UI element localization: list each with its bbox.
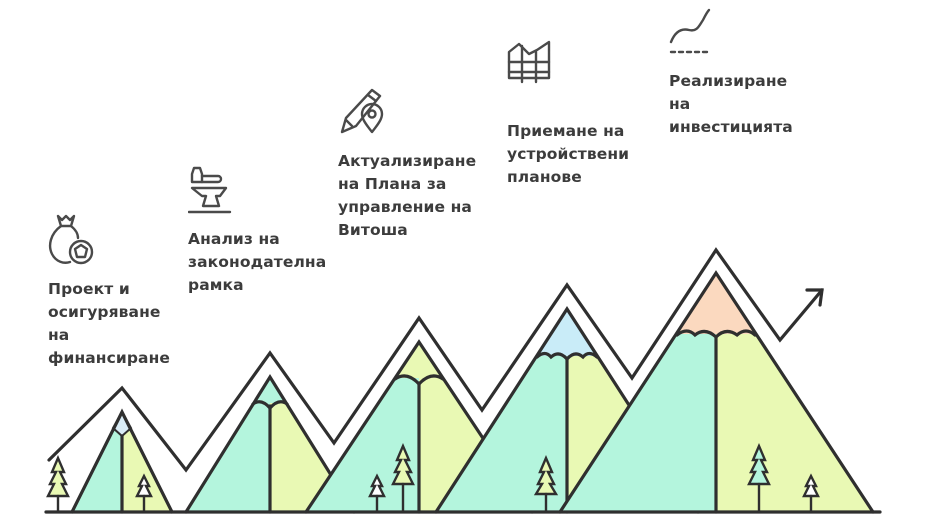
tree-icon (368, 473, 386, 513)
step-2: Анализ на законодателна рамка (188, 162, 326, 297)
step-1-label: Проект и осигуряване на финансиране (48, 280, 171, 367)
progress-zigzag-path (47, 247, 824, 473)
trend-line-icon (669, 8, 711, 54)
trees (46, 442, 820, 513)
money-bag-coin-icon (48, 214, 94, 265)
step-2-label: Анализ на законодателна рамка (188, 230, 327, 294)
building-grid-icon (507, 40, 551, 84)
step-5: Реализиране на инвестицията #stage [data… (669, 6, 793, 139)
tree-icon (533, 454, 559, 513)
hammer-anvil-icon (188, 166, 232, 214)
tree-icon (391, 442, 415, 513)
tree-icon (747, 442, 771, 513)
step-3-label: Актуализиране на Плана за управление на … (338, 152, 477, 239)
step-4: Приемане на устройствени планове #stage … (507, 40, 629, 189)
tree-icon (46, 454, 70, 513)
step-3: Актуализиране на Плана за управление на … (338, 86, 476, 242)
pencil-map-pin-icon (340, 88, 384, 134)
tree-icon (802, 473, 820, 513)
step-5-label: Реализиране на инвестицията (669, 72, 793, 136)
mountain-1 (70, 408, 174, 514)
step-1: Проект и осигуряване на финансиране (48, 212, 170, 370)
tree-icon (135, 473, 153, 513)
step-4-label: Приемане на устройствени планове (507, 122, 630, 186)
